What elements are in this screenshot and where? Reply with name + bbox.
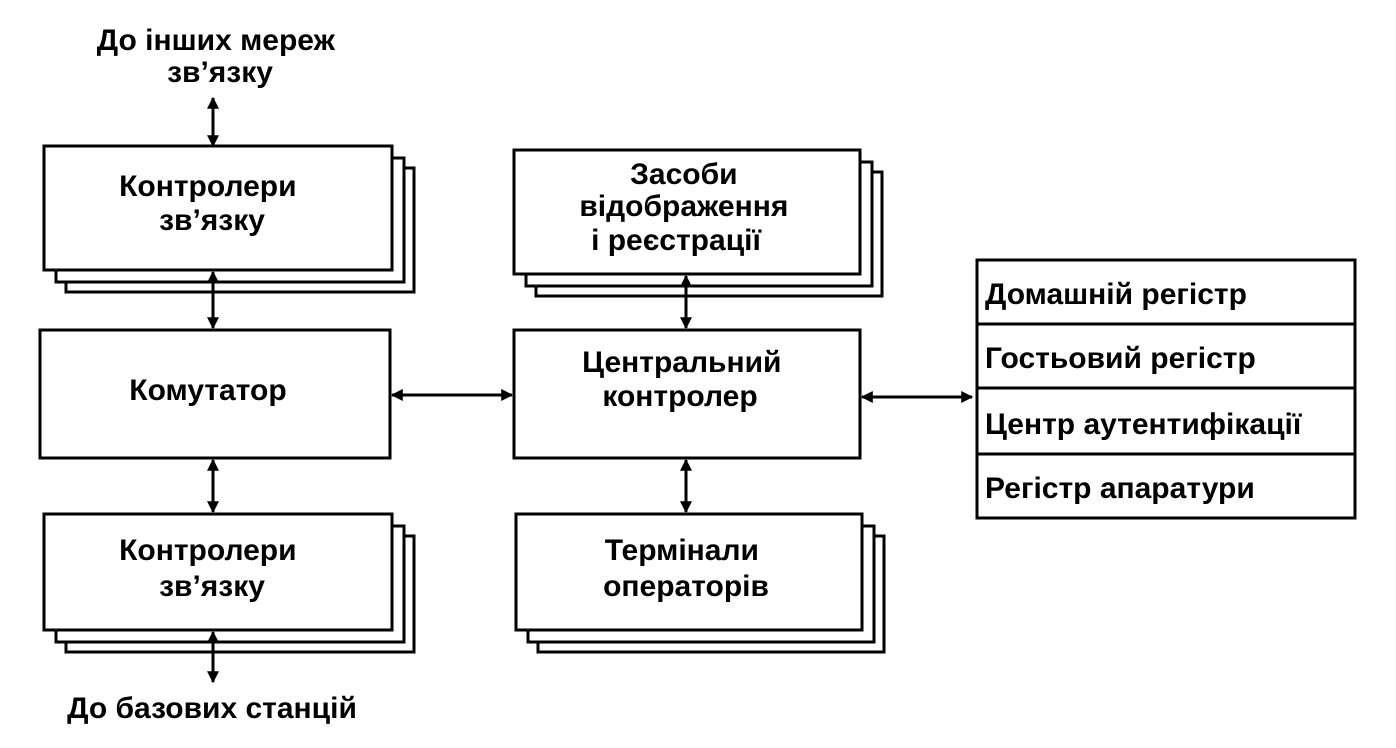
- controllers-bottom-stack: Контролери зв’язку: [42, 512, 416, 654]
- register-authentication-center: Центр аутентифікації: [985, 408, 1302, 441]
- central-controller-label: Центральний контролер: [582, 346, 790, 413]
- registers-panel: Домашній регістр Гостьовий регістр Центр…: [975, 258, 1357, 520]
- controllers-bottom-label: Контролери зв’язку: [119, 534, 305, 603]
- switch-label: Комутатор: [129, 374, 286, 407]
- controllers-top-stack: Контролери зв’язку: [42, 144, 416, 294]
- display-recording-stack: Засоби відображення і реєстрації: [512, 148, 884, 298]
- controllers-bottom-box: [42, 512, 394, 632]
- operator-terminals-label: Термінали операторів: [603, 534, 769, 603]
- display-recording-box: [512, 148, 862, 276]
- controllers-top-label: Контролери зв’язку: [119, 170, 305, 237]
- label-other-networks: До інших мереж зв’язку: [97, 24, 343, 89]
- register-visitor: Гостьовий регістр: [985, 342, 1256, 375]
- operator-terminals-box: [514, 512, 864, 632]
- operator-terminals-stack: Термінали операторів: [514, 512, 886, 654]
- label-base-stations: До базових станцій: [67, 692, 357, 725]
- central-controller-box: [512, 328, 862, 460]
- controllers-top-box: [42, 144, 394, 272]
- register-equipment: Регістр апаратури: [985, 472, 1255, 505]
- switch-box: [38, 328, 392, 460]
- register-home: Домашній регістр: [985, 278, 1247, 311]
- display-recording-label: Засоби відображення і реєстрації: [579, 158, 796, 257]
